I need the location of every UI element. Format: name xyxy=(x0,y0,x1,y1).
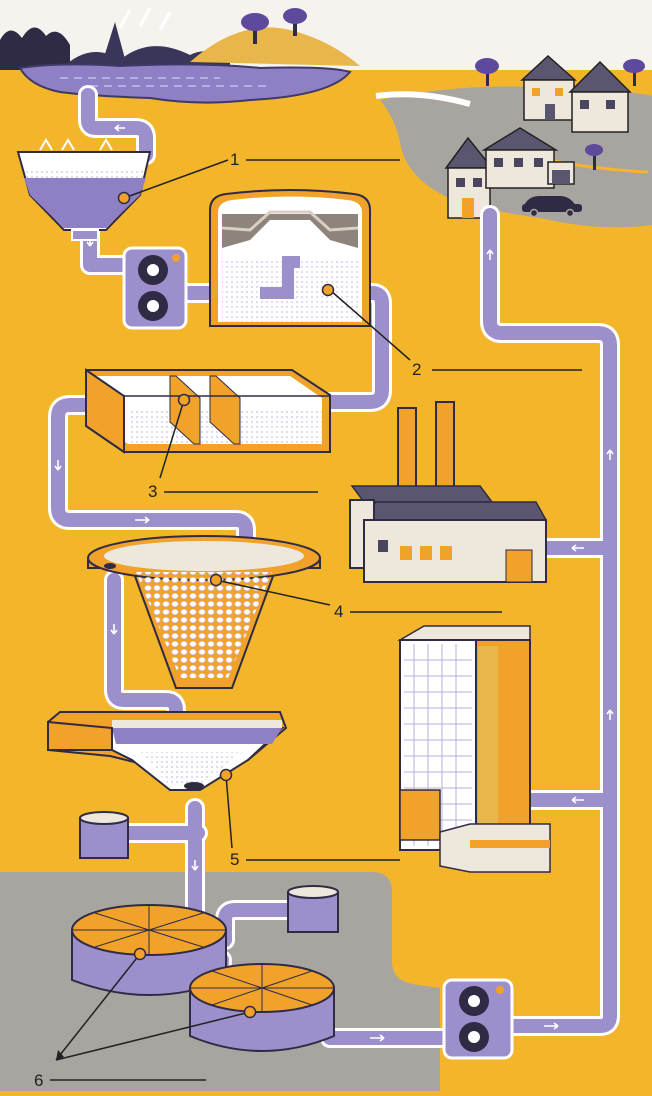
label-1: 1 xyxy=(230,150,239,169)
label-4: 4 xyxy=(334,602,343,621)
label-6: 6 xyxy=(34,1071,43,1090)
label-2: 2 xyxy=(412,360,421,379)
label-3: 3 xyxy=(148,482,157,501)
office-building-icon xyxy=(400,626,550,872)
label-5: 5 xyxy=(230,850,239,869)
storage-tank-2 xyxy=(190,964,334,1051)
pump-icon xyxy=(444,980,512,1058)
small-tank-left xyxy=(80,812,128,858)
settling-chamber xyxy=(210,190,370,326)
baffled-tank xyxy=(86,370,330,452)
small-tank-right xyxy=(288,886,338,932)
pump-icon xyxy=(124,248,186,328)
